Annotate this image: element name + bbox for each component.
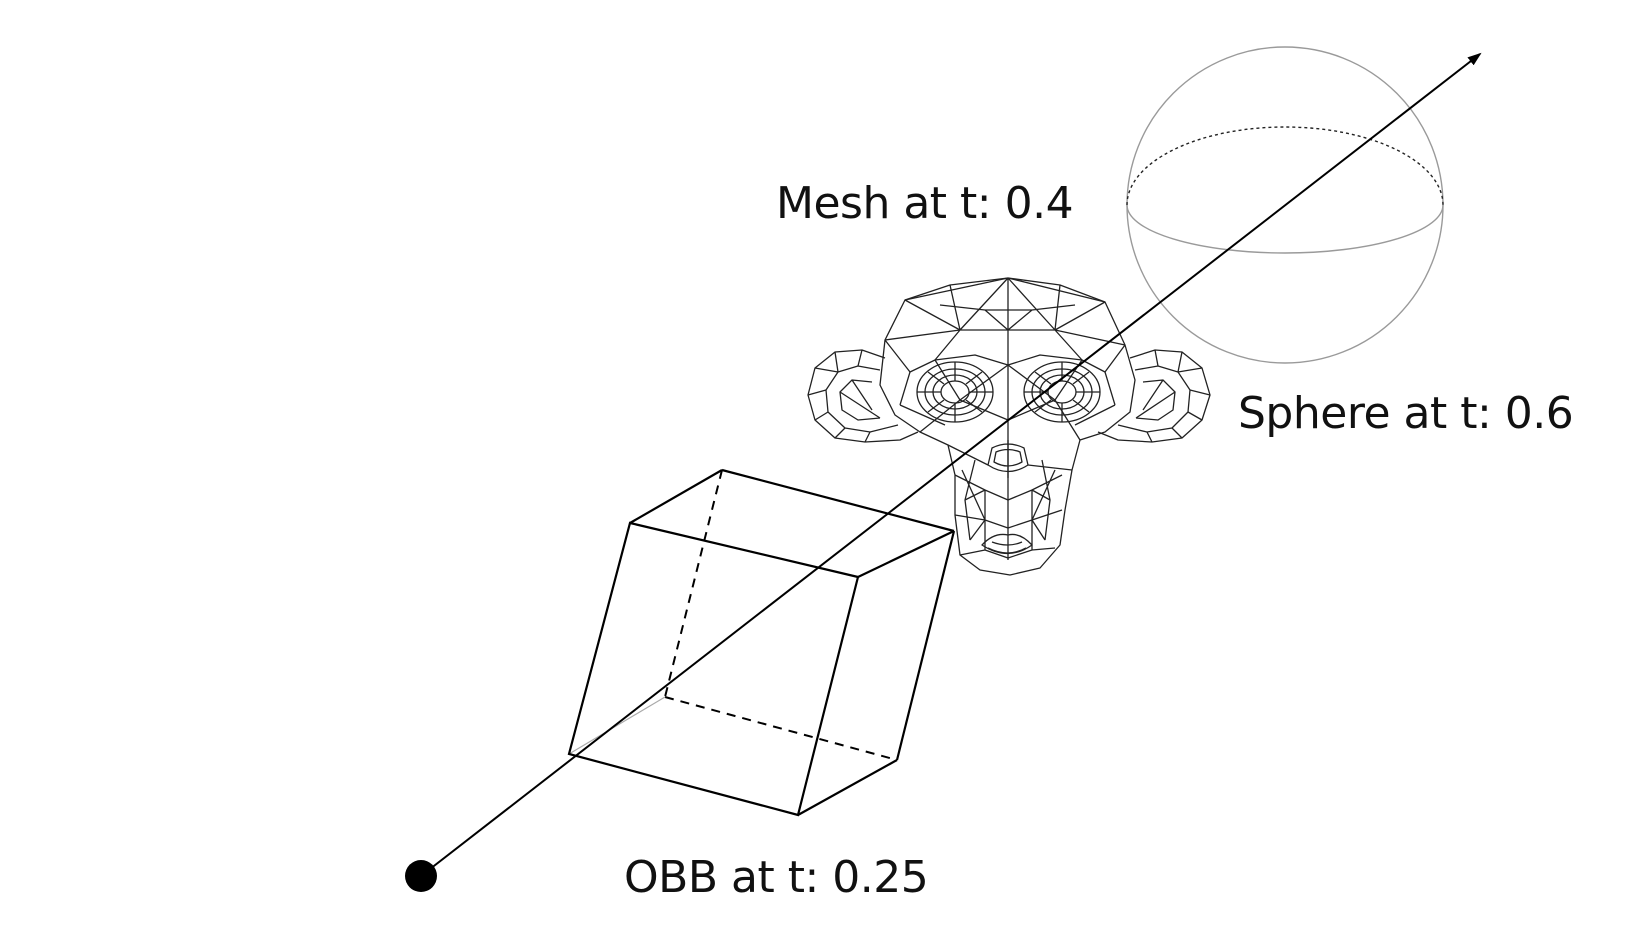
mesh-right-ear — [1097, 349, 1211, 443]
obb-box — [567, 468, 956, 817]
mesh-right-eye — [1023, 361, 1101, 423]
obb-hidden-edge-light — [568, 696, 666, 755]
sphere-equator-back — [1126, 126, 1444, 206]
obb-visible-edges — [567, 468, 956, 817]
mesh-left-ear — [807, 349, 919, 443]
mesh-label: Mesh at t: 0.4 — [776, 178, 1074, 229]
monkey-mesh — [807, 277, 1211, 576]
sphere-label: Sphere at t: 0.6 — [1238, 388, 1574, 439]
ray-origin-point — [405, 860, 437, 892]
ray-line — [420, 52, 1482, 877]
sphere-equator-front — [1126, 204, 1444, 254]
mesh-mouth — [981, 533, 1033, 555]
obb-label: OBB at t: 0.25 — [624, 852, 929, 903]
mesh-nose — [987, 440, 1029, 478]
mesh-crown-lines — [884, 277, 1126, 560]
mesh-left-eye — [916, 361, 994, 423]
obb-hidden-edges — [664, 469, 898, 761]
bounding-sphere — [1126, 46, 1444, 364]
mesh-muzzle-lines — [947, 444, 1073, 559]
